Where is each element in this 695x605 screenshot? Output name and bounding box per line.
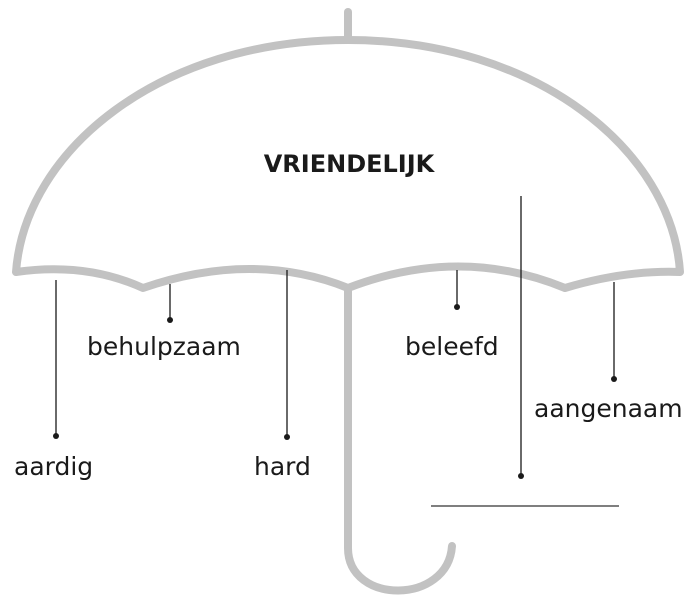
diagram-title: VRIENDELIJK [264, 150, 436, 178]
umbrella-handle [344, 284, 456, 595]
connector-hard [284, 270, 290, 440]
connector-beleefd [454, 270, 460, 310]
word-behulpzaam: behulpzaam [87, 332, 241, 361]
word-aardig: aardig [14, 452, 93, 481]
connector-behulpzaam [167, 284, 173, 323]
word-hard: hard [254, 452, 311, 481]
umbrella-canopy [12, 36, 684, 292]
connector-aardig [53, 280, 59, 439]
word-beleefd: beleefd [405, 332, 499, 361]
connector-aangenaam [611, 282, 617, 382]
word-aangenaam: aangenaam [534, 394, 683, 423]
connector-answer [518, 196, 524, 479]
